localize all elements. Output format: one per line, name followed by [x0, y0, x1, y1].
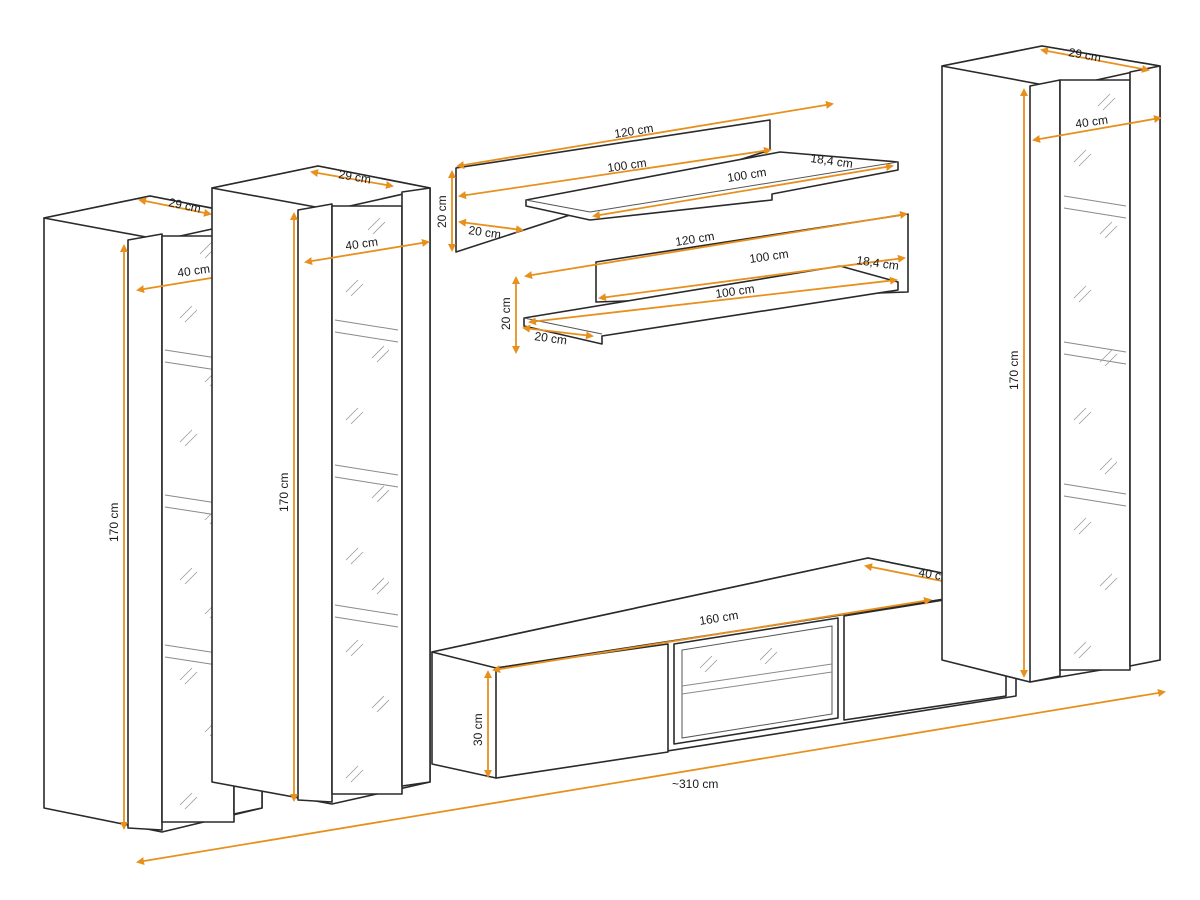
cabinet-right-height-label: 170 cm — [1007, 351, 1021, 390]
cabinet-left-2: 29 cm 40 cm 170 cm — [211, 165, 431, 805]
cabinet-left-2-width-label: 40 cm — [344, 235, 378, 253]
shelf-top-shelf-depth-label: 18,4 cm — [810, 151, 854, 171]
shelf-set-bottom: 120 cm 100 cm 18,4 cm 100 cm 20 cm 20 cm — [499, 211, 909, 354]
shelf-top-shelf-width-2-label: 100 cm — [726, 165, 767, 185]
shelf-bottom-shelf-width-2-label: 100 cm — [714, 282, 755, 301]
tv-stand-width-label: 160 cm — [698, 608, 739, 628]
cabinet-left-1-depth-label: 29 cm — [167, 195, 202, 215]
cabinet-right: 29 cm 40 cm 170 cm — [941, 45, 1162, 683]
shelf-top-panel-depth-label: 20 cm — [468, 223, 502, 241]
shelf-bottom-panel-height-label: 20 cm — [499, 297, 513, 330]
cabinet-right-width-label: 40 cm — [1074, 113, 1108, 131]
shelf-top-panel-width-label: 120 cm — [613, 121, 654, 141]
shelf-bottom-shelf-depth-label: 18,4 cm — [856, 253, 900, 273]
glass-door — [334, 217, 399, 783]
cabinet-left-2-height-label: 170 cm — [277, 473, 291, 512]
total-width-dimension: ~310 cm — [136, 689, 1166, 865]
cabinet-left-1-height-label: 170 cm — [107, 503, 121, 542]
shelf-top-panel-height-label: 20 cm — [435, 195, 449, 228]
cabinet-right-depth-label: 29 cm — [1067, 45, 1102, 64]
cabinet-left-2-depth-label: 29 cm — [337, 167, 372, 186]
tv-stand: 160 cm 40 cm 30 cm — [431, 557, 1017, 779]
shelf-bottom-panel-width-label: 120 cm — [674, 229, 715, 249]
shelf-bottom-panel-depth-label: 20 cm — [534, 329, 568, 347]
tv-stand-height-label: 30 cm — [471, 713, 485, 746]
glass-door — [1063, 93, 1127, 659]
cabinet-left-1-width-label: 40 cm — [176, 262, 210, 280]
total-width-label: ~310 cm — [672, 777, 718, 791]
shelf-bottom-panel-shelf-width-label: 100 cm — [748, 247, 789, 266]
